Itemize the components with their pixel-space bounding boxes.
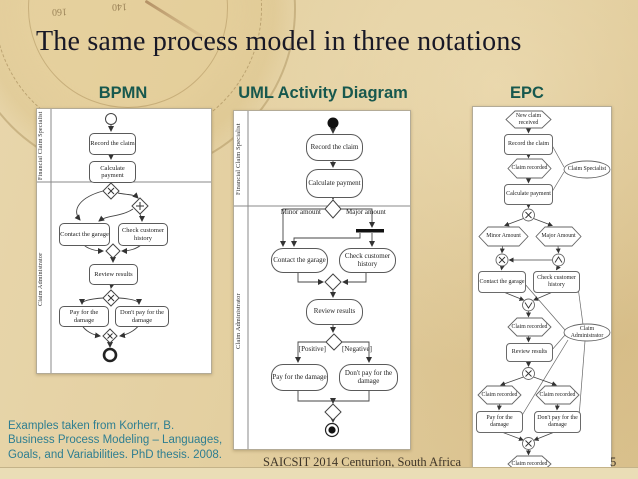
- guard-label-negative: [Negative]: [342, 345, 372, 353]
- bpmn-task-dontpay: Don't pay for the damage: [115, 306, 169, 327]
- uml-action-contact: Contact the garage: [271, 248, 328, 273]
- epc-diagram-panel: New claim received Record the claim Clai…: [472, 106, 612, 477]
- epc-role-links: [520, 143, 586, 418]
- epc-event-shape: [535, 226, 582, 247]
- epc-connector-glyphs: [498, 211, 563, 447]
- bpmn-diagram-panel: Financial Claim Specialist Claim Adminis…: [36, 108, 212, 374]
- attribution-text: Examples taken from Korherr, B. Business…: [8, 419, 222, 462]
- decision-diamond-icon: [324, 199, 342, 219]
- guard-label-minor: Minor amount: [280, 208, 321, 216]
- uml-action-review: Review results: [306, 299, 363, 325]
- compass-number: 140: [111, 0, 128, 13]
- epc-event-minor-amount: Minor Amount: [486, 233, 521, 240]
- attribution-line: Business Process Modeling – Languages,: [8, 434, 223, 447]
- slide-bottom-strip: [0, 467, 638, 479]
- uml-action-dontpay: Don't pay for the damage: [339, 364, 398, 391]
- and-connector-icon: [552, 253, 565, 267]
- epc-event-shape: [507, 158, 552, 179]
- epc-function-dontpay: Don't pay for the damage: [534, 411, 581, 433]
- uml-decision-nodes: [324, 199, 343, 421]
- epc-event-shape: [507, 317, 552, 337]
- epc-event-claim-recorded: Claim recorded: [511, 323, 548, 330]
- heading-epc: EPC: [510, 84, 544, 102]
- epc-event-shape: [505, 110, 552, 129]
- bpmn-lane-label: Claim Administrator: [38, 252, 44, 306]
- conference-footer: SAICSIT 2014 Centurion, South Africa: [263, 455, 462, 469]
- uml-final-node-dot: [328, 426, 336, 434]
- page-number: 5: [610, 455, 617, 469]
- uml-action-calculate: Calculate payment: [306, 169, 363, 198]
- epc-role-administrator-shape: [563, 323, 611, 342]
- epc-event-new-claim: New claim received: [515, 113, 542, 126]
- bpmn-task-contact: Contact the garage: [59, 223, 110, 246]
- merge-diamond-icon: [324, 273, 342, 291]
- heading-uml: UML Activity Diagram: [238, 84, 408, 102]
- epc-event-claim-recorded: Claim recorded: [539, 391, 576, 398]
- bpmn-task-review: Review results: [89, 264, 138, 285]
- merge-diamond-icon: [324, 403, 342, 421]
- epc-role-administrator-label: Claim Administrator: [570, 326, 604, 339]
- attribution-line: Examples taken from Korherr, B.: [8, 420, 175, 432]
- bpmn-task-record: Record the claim: [89, 133, 136, 155]
- epc-role-specialist-shape: [563, 160, 611, 179]
- uml-merge-line: [297, 389, 370, 402]
- guard-label-positive: [Positive]: [298, 345, 326, 353]
- epc-role-specialist-label: Claim Specialist: [567, 166, 607, 173]
- or-connector-icon: [522, 298, 535, 312]
- epc-event-shape: [535, 385, 580, 405]
- bpmn-lane-label: Financial Claim Specialist: [38, 111, 44, 180]
- attribution-line: Goals, and Variabilities. PhD thesis. 20…: [8, 448, 222, 461]
- epc-function-record: Record the claim: [504, 134, 553, 155]
- compass-number: 160: [51, 5, 68, 18]
- bpmn-task-pay: Pay for the damage: [59, 306, 109, 327]
- epc-function-contact: Contact the garage: [478, 271, 526, 293]
- bpmn-task-calculate: Calculate payment: [89, 161, 136, 183]
- epc-function-pay: Pay for the damage: [476, 411, 523, 433]
- guard-label-major: Major amount: [346, 208, 386, 216]
- fork-bar-icon: [356, 229, 384, 233]
- uml-action-check: Check customer history: [339, 248, 396, 273]
- bpmn-task-check: Check customer history: [118, 223, 168, 246]
- decision-diamond-icon: [325, 333, 343, 351]
- epc-function-review: Review results: [506, 343, 553, 362]
- epc-event-claim-recorded: Claim recorded: [481, 391, 518, 398]
- bpmn-start-event-icon: [105, 113, 117, 125]
- epc-event-shape: [477, 385, 522, 405]
- epc-function-check: Check customer history: [533, 271, 580, 293]
- heading-bpmn: BPMN: [98, 84, 148, 102]
- bpmn-diagram-graphics: [37, 109, 211, 373]
- uml-lane-label: Financial Claim Specialist: [235, 123, 242, 195]
- uml-connectors: [280, 128, 375, 423]
- merge-gateway-icon: [105, 243, 121, 259]
- bpmn-end-event-icon: [102, 347, 118, 363]
- uml-initial-node-icon: [327, 117, 339, 129]
- uml-action-pay: Pay for the damage: [271, 364, 328, 391]
- uml-lane-label: Claim Administrator: [235, 293, 242, 349]
- epc-function-calculate: Calculate payment: [504, 184, 553, 205]
- uml-action-record: Record the claim: [306, 134, 363, 161]
- uml-lane-lines: [234, 111, 410, 449]
- bpmn-gateway-glyphs: [107, 187, 144, 339]
- epc-event-major-amount: Major Amount: [541, 233, 576, 240]
- uml-diagram-panel: Financial Claim Specialist Claim Adminis…: [233, 110, 411, 450]
- epc-event-claim-recorded: Claim recorded: [511, 165, 548, 172]
- epc-event-claim-recorded: Claim recorded: [511, 460, 548, 467]
- page-title: The same process model in three notation…: [36, 26, 522, 57]
- uml-diagram-graphics: [234, 111, 410, 449]
- epc-event-shape: [478, 226, 529, 247]
